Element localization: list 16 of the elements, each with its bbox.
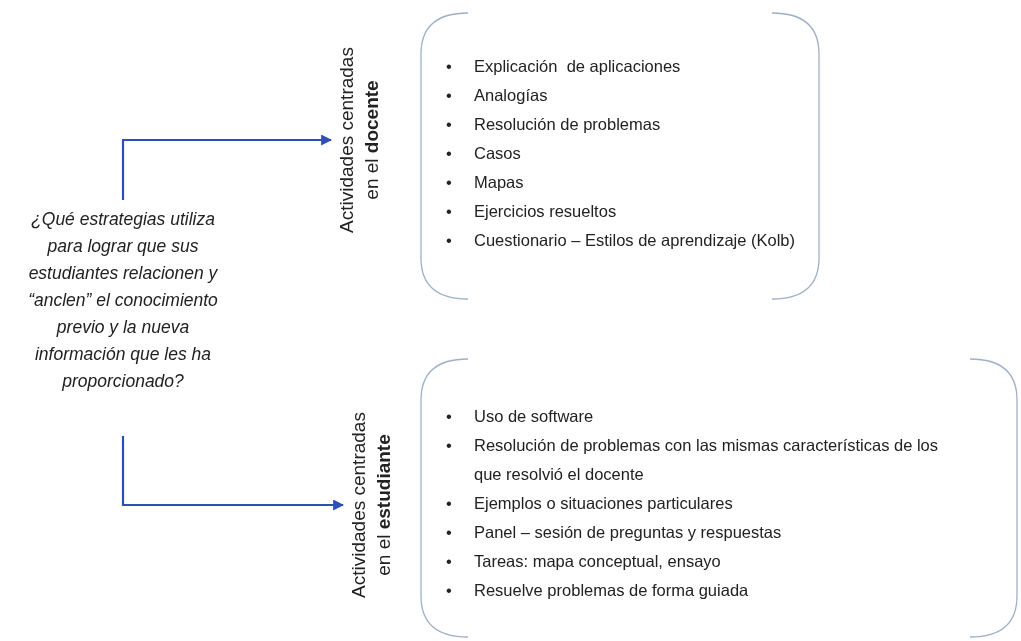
bullet-item: • Resuelve problemas de forma guiada xyxy=(446,580,750,601)
bullet-item: • Analogías xyxy=(446,85,549,106)
bullet-item: • Explicación de aplicaciones xyxy=(446,56,682,77)
bullet-item: • Mapas xyxy=(446,172,525,193)
bullet-item: • Resolución de problemas con las mismas características de los que resolvió el docente xyxy=(446,435,940,485)
bullet-item: • Ejercicios resueltos xyxy=(446,201,618,222)
elbow-arrow xyxy=(121,134,333,200)
bullet-item: • Cuestionario – Estilos de aprendizaje (Kolb) xyxy=(446,230,796,251)
bullet-item: • Casos xyxy=(446,143,522,164)
bullet-item: • Ejemplos o situaciones particulares xyxy=(446,493,734,514)
bullet-item: • Uso de software xyxy=(446,406,595,427)
elbow-arrow xyxy=(121,436,345,511)
bullet-item: • Tareas: mapa conceptual, ensayo xyxy=(446,551,722,572)
bullet-item: • Resolución de problemas xyxy=(446,114,662,135)
question-text: ¿Qué estrategias utiliza para lograr que sus estudiantes relacionen y “anclen” el conocimiento previo y la nueva información que les ha proporcionado? xyxy=(27,208,219,393)
bullet-item: • Panel – sesión de preguntas y respuestas xyxy=(446,522,783,543)
